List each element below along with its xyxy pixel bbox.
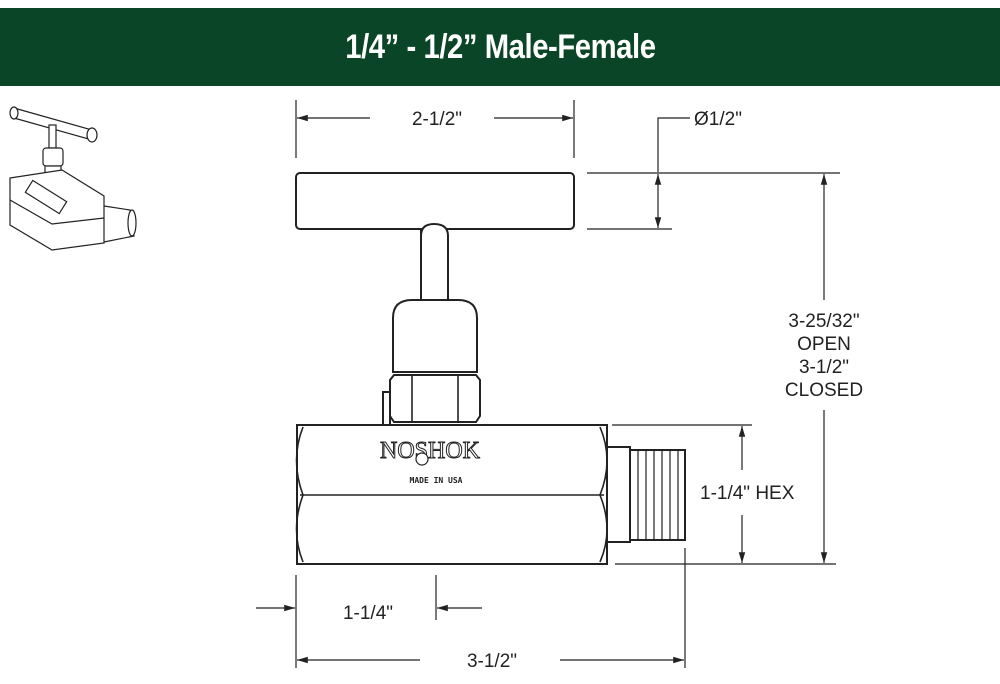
open-label: OPEN <box>797 334 851 355</box>
overall-length-dimension: 3-1/2" <box>467 651 517 672</box>
height-closed-dimension: 3-1/2" <box>799 357 849 378</box>
height-open-dimension: 3-25/32" <box>788 311 859 332</box>
male-thread <box>629 449 686 541</box>
title-banner: 1/4” - 1/2” Male-Female <box>0 8 1000 86</box>
closed-label: CLOSED <box>785 380 863 401</box>
pin <box>382 391 391 427</box>
t-handle <box>295 172 575 230</box>
noshok-logo: NOSHOK <box>380 438 481 464</box>
male-neck <box>606 446 631 543</box>
valve-side-view: NOSHOK MADE IN USA <box>295 172 686 565</box>
bonnet-cap <box>392 299 478 373</box>
thumbnail-logo <box>24 179 68 215</box>
packing-nut-hex <box>389 374 481 423</box>
made-in-usa-marking: MADE IN USA <box>410 476 463 485</box>
handle-length-dimension: 2-1/2" <box>412 109 462 130</box>
stem <box>420 222 449 301</box>
handle-diameter-dimension: Ø1/2" <box>694 109 742 130</box>
dimension-lines <box>256 100 840 668</box>
valve-isometric-thumbnail <box>9 106 137 251</box>
page-title: 1/4” - 1/2” Male-Female <box>344 27 656 66</box>
hex-dimension: 1-1/4" HEX <box>700 483 795 504</box>
female-depth-dimension: 1-1/4" <box>343 603 393 624</box>
